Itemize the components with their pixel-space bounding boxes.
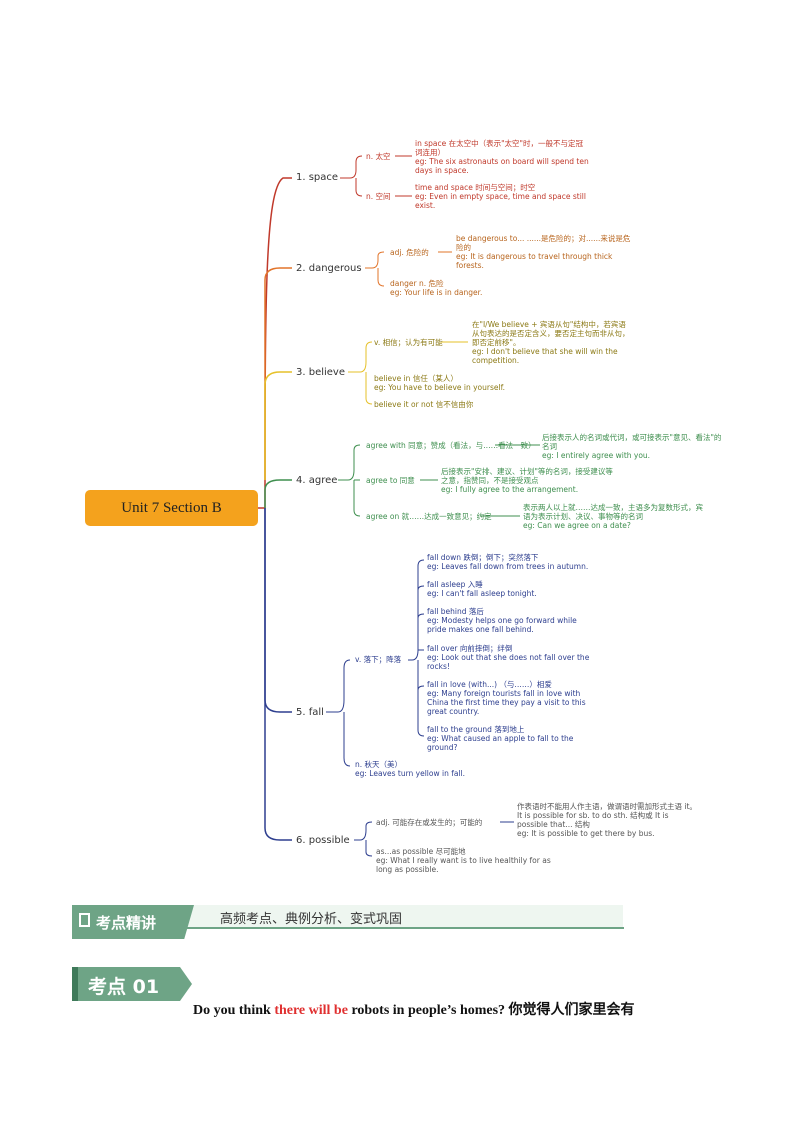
- branch-fall: 5. fall: [296, 707, 324, 718]
- node-possible-asas: as...as possible 尽可能地 eg: What I really …: [376, 847, 551, 874]
- mindmap-root: Unit 7 Section B: [85, 490, 258, 526]
- node-fall-item: fall asleep 入睡 eg: I can't fall asleep t…: [427, 580, 537, 598]
- sentence-highlight: there will be: [274, 1003, 348, 1018]
- node-believe-in: believe in 信任（某人） eg: You have to believ…: [374, 374, 506, 392]
- point-badge: [72, 967, 192, 1001]
- node-fall-v: v. 落下；降落: [355, 655, 402, 664]
- branch-possible: 6. possible: [296, 835, 350, 846]
- node-believe-v-note: 在"I/We believe + 宾语从句"结构中，若宾语从句表达的是否定含义，…: [472, 320, 630, 365]
- section-banner-background: [183, 905, 623, 927]
- sentence-after: robots in people’s homes? 你觉得人们家里会有: [347, 1003, 635, 1018]
- node-fall-item: fall down 跌倒；倒下；突然落下 eg: Leaves fall dow…: [427, 553, 589, 571]
- sentence-before: Do you think: [193, 1003, 275, 1018]
- node-agree-to-note: 后接表示"安排、建议、计划"等的名词，接受建议等之意，指赞同，不是接受观点 eg…: [441, 467, 613, 494]
- node-fall-item: fall in love (with...) （与……）相爱 eg: Many …: [427, 680, 586, 716]
- section-banner-subtitle: 高频考点、典例分析、变式巩固: [220, 912, 403, 927]
- node-possible-adj-note: 作表语时不能用人作主语，做谓语时需加形式主语 it。 It is possibl…: [517, 802, 697, 838]
- section-banner-title: 考点精讲: [96, 914, 157, 932]
- node-dangerous-adj-note: be dangerous to... ......是危险的；对......来说是…: [456, 234, 631, 270]
- node-fall-n: n. 秋天（美） eg: Leaves turn yellow in fall.: [355, 760, 466, 778]
- branch-agree: 4. agree: [296, 475, 338, 486]
- mindmap-connectors: [258, 155, 540, 857]
- node-agree-on: agree on 就……达成一致意见；约定: [366, 512, 492, 521]
- node-space-n-taikong: n. 太空: [366, 152, 391, 161]
- node-dangerous-danger: danger n. 危险 eg: Your life is in danger.: [390, 279, 483, 297]
- branch-space: 1. space: [296, 172, 339, 183]
- node-agree-on-note: 表示两人以上就……达成一致，主语多为复数形式，宾语为表示计划、决议、事物等的名词…: [523, 503, 703, 530]
- section-banner-underline: [72, 927, 624, 929]
- node-agree-with-note: 后接表示人的名词或代词，或可接表示"意见、看法"的名词 eg: I entire…: [542, 433, 722, 460]
- node-agree-to: agree to 同意: [366, 476, 415, 485]
- example-sentence: Do you think there will be robots in peo…: [193, 999, 635, 1019]
- point-badge-label: 考点 01: [88, 976, 160, 998]
- node-believe-v: v. 相信；认为有可能: [374, 338, 443, 347]
- document-icon: [79, 913, 90, 927]
- branch-dangerous: 2. dangerous: [296, 263, 362, 274]
- point-badge-bar: [72, 967, 78, 1001]
- root-label: Unit 7 Section B: [121, 499, 222, 516]
- node-fall-item: fall to the ground 落到地上 eg: What caused …: [427, 725, 574, 752]
- node-fall-item: fall over 向前摔倒；绊倒 eg: Look out that she …: [427, 644, 590, 671]
- node-agree-with: agree with 同意；赞成（看法，与……看法一致）: [366, 441, 536, 450]
- section-banner: [72, 905, 194, 939]
- node-dangerous-adj: adj. 危险的: [390, 248, 429, 257]
- node-space-n-taikong-note: in space 在太空中（表示"太空"时，一般不与定冠词连用） eg: The…: [415, 139, 589, 175]
- node-space-n-kongjian-note: time and space 时间与空间；时空 eg: Even in empt…: [415, 183, 586, 210]
- node-fall-item: fall behind 落后 eg: Modesty helps one go …: [427, 607, 577, 634]
- node-believe-it: believe it or not 信不信由你: [374, 400, 474, 409]
- node-space-n-kongjian: n. 空间: [366, 192, 391, 201]
- node-possible-adj: adj. 可能存在或发生的；可能的: [376, 818, 483, 827]
- branch-believe: 3. believe: [296, 367, 345, 378]
